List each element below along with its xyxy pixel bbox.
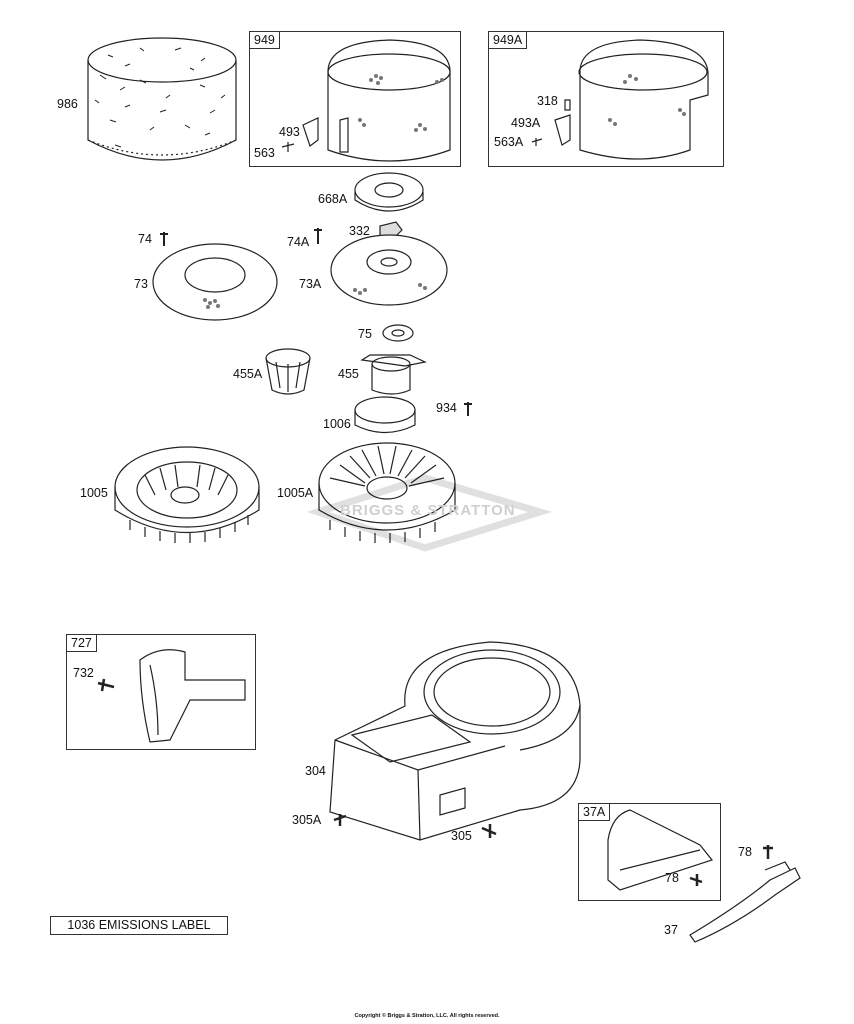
air-guide-37 [689, 861, 801, 943]
brand-watermark [306, 474, 553, 552]
copyright-notice: Copyright © Briggs & Stratton, LLC. All … [354, 1013, 500, 1019]
part-label-74: 74 [138, 232, 152, 246]
part-label-37: 37 [664, 923, 678, 937]
air-guide-37A [607, 809, 714, 891]
flywheel-1005 [114, 446, 260, 543]
part-label-668A: 668A [318, 192, 348, 206]
part-label-78-box: 78 [665, 871, 679, 885]
part-label-304: 304 [305, 764, 326, 778]
starter-cup-455 [360, 354, 427, 395]
part-label-1006: 1006 [323, 417, 351, 431]
air-cleaner-cover-949A [531, 39, 709, 160]
box-727: 727 [66, 634, 256, 750]
part-label-78-outside: 78 [738, 845, 752, 859]
part-label-986: 986 [57, 97, 78, 111]
part-label-493A: 493A [511, 116, 541, 130]
watermark-text: BRIGGS & STRATTON [340, 502, 516, 519]
part-label-493: 493 [279, 125, 300, 139]
box-37A-tag: 37A [579, 804, 611, 821]
box-727-tag: 727 [67, 635, 97, 652]
part-label-732: 732 [73, 666, 94, 680]
part-label-455: 455 [338, 367, 359, 381]
rotating-screen-73 [152, 243, 278, 321]
air-cleaner-cover-949 [281, 39, 451, 162]
foam-filter-986 [87, 37, 237, 161]
part-label-1005: 1005 [80, 486, 108, 500]
part-label-73A: 73A [299, 277, 322, 291]
part-label-318: 318 [537, 94, 558, 108]
part-label-455A: 455A [233, 367, 263, 381]
box-949-tag: 949 [250, 32, 280, 49]
part-label-73: 73 [134, 277, 148, 291]
part-label-74A: 74A [287, 235, 310, 249]
box-949A: 949A [488, 31, 724, 167]
ratchet-1006 [354, 396, 416, 434]
flywheel-1005A [318, 442, 456, 543]
box-949A-tag: 949A [489, 32, 528, 49]
part-label-332: 332 [349, 224, 370, 238]
part-label-75: 75 [358, 327, 372, 341]
rotating-screen-73A [330, 234, 448, 306]
part-label-1005A: 1005A [277, 486, 314, 500]
part-label-934: 934 [436, 401, 457, 415]
retainer-plate-668A [354, 172, 424, 212]
air-guide-727 [97, 649, 246, 743]
part-label-563: 563 [254, 146, 275, 160]
blower-housing-304 [329, 641, 581, 841]
part-label-305: 305 [451, 829, 472, 843]
starter-cup-455A [265, 348, 311, 395]
box-37A: 37A [578, 803, 721, 901]
emissions-label-box: 1036 EMISSIONS LABEL [50, 916, 228, 935]
part-label-563A: 563A [494, 135, 524, 149]
box-949: 949 [249, 31, 461, 167]
part-label-305A: 305A [292, 813, 322, 827]
